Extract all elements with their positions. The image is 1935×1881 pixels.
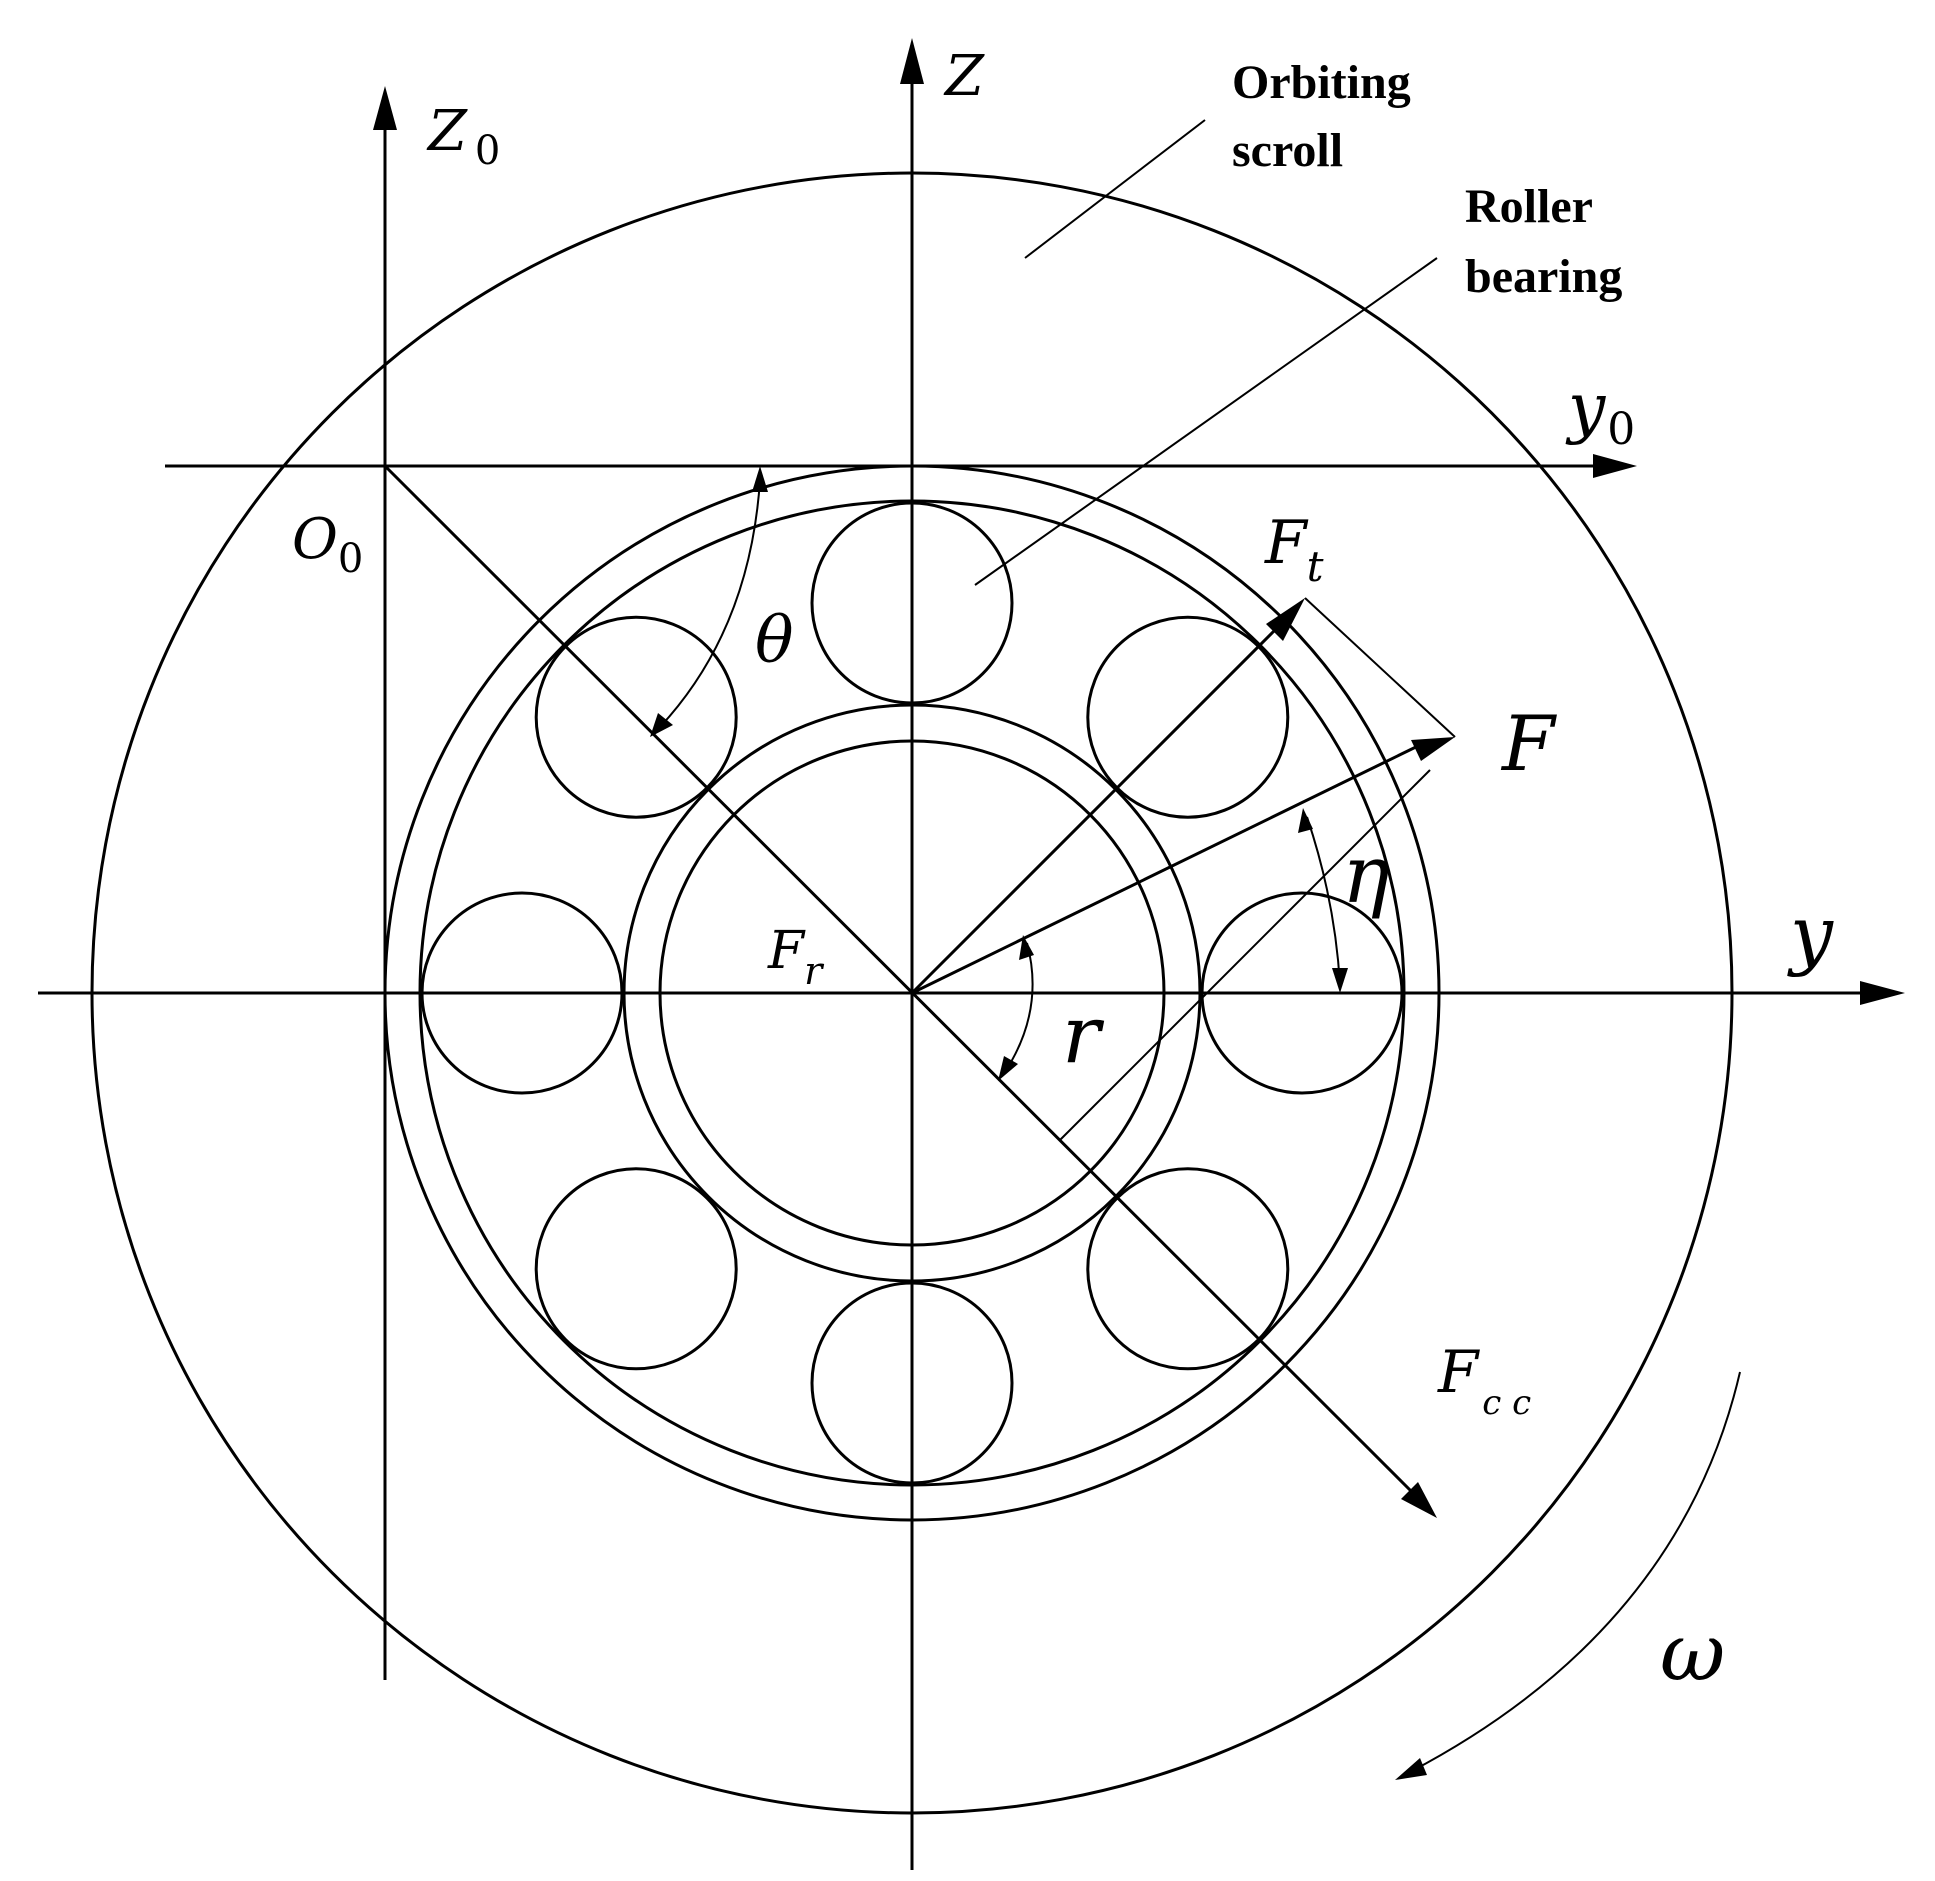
roller-4 [1086, 1167, 1290, 1371]
y-axis-arrowhead [1860, 981, 1905, 1005]
eta-arrowhead-top [1298, 808, 1313, 833]
center-arc-arrowhead-bottom [998, 1056, 1018, 1081]
force-fr-label: Fr [767, 921, 825, 993]
ft-arrowhead [1266, 598, 1305, 641]
theta-angle-arc [659, 479, 761, 728]
omega-rotation-arc [1409, 1371, 1741, 1773]
center-angle-arc [1004, 942, 1034, 1073]
force-ft-label: Ft [1264, 508, 1324, 591]
roller-8 [534, 615, 738, 819]
fcc-direction-line [383, 464, 1422, 1502]
theta-label: θ [755, 604, 794, 678]
omega-arrowhead [1395, 1758, 1427, 1780]
theta-arrowhead-top [752, 466, 768, 492]
eta-arrowhead-bottom [1332, 968, 1348, 993]
roller-6 [534, 1167, 738, 1371]
origin-label: O0 [292, 507, 363, 582]
ft-vector-line [910, 618, 1287, 995]
r-dimension-line [1059, 769, 1431, 1141]
orbiting-scroll-leader [1024, 119, 1206, 259]
z-axis-label: Z [943, 44, 985, 109]
y0-axis-arrowhead [1593, 454, 1637, 478]
center-arc-arrowhead-top [1019, 935, 1034, 960]
y0-axis-label: y0 [1565, 369, 1635, 455]
z0-axis-arrowhead [373, 86, 397, 130]
eta-label: η [1342, 828, 1390, 921]
roller-2 [1086, 615, 1290, 819]
y-axis-label: y [1787, 889, 1834, 978]
ft-to-f-construction-line [1304, 597, 1456, 738]
r-label: r [1062, 988, 1105, 1081]
fcc-arrowhead [1401, 1482, 1437, 1518]
force-f-label: F [1500, 699, 1557, 788]
eta-angle-arc [1306, 816, 1341, 986]
theta-arrowhead-bottom [650, 713, 673, 737]
roller-bearing-leader [974, 257, 1438, 586]
f-arrowhead [1411, 737, 1455, 761]
z-axis-arrowhead [900, 38, 924, 84]
roller-bearing-callout: Roller bearing [1465, 180, 1622, 303]
orbiting-scroll-callout: Orbiting scroll [1232, 56, 1423, 177]
omega-label: ω [1660, 1606, 1725, 1699]
f-vector-line [911, 743, 1421, 995]
